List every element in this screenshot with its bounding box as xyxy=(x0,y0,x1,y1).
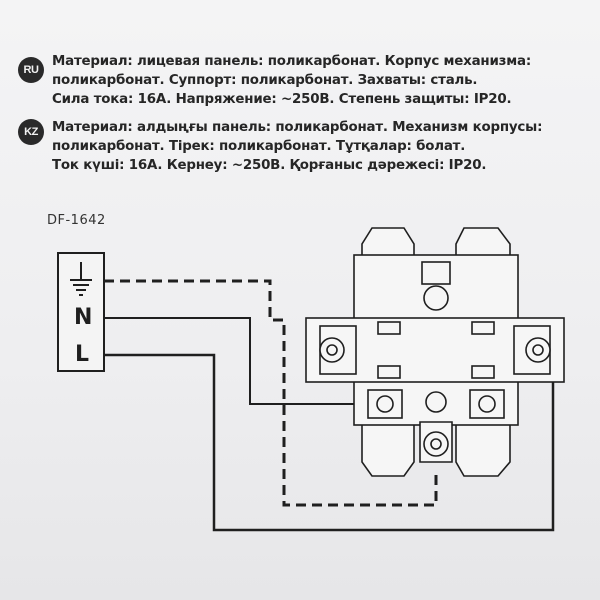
clamp-tab-bottom-left xyxy=(361,419,415,477)
ground-icon xyxy=(70,262,92,296)
ru-badge: RU xyxy=(18,57,44,83)
neutral-label: N xyxy=(74,305,92,330)
socket-mechanism xyxy=(305,227,565,477)
center-screw-top-icon xyxy=(423,285,449,311)
ru-paragraph: Материал: лицевая панель: поликарбонат. … xyxy=(52,52,582,109)
clamp-tab-bottom-right xyxy=(455,419,511,477)
kz-badge: KZ xyxy=(18,119,44,145)
terminal-screw-ground-icon xyxy=(425,391,447,413)
ru-line-2: поликарбонат. Суппорт: поликарбонат. Зах… xyxy=(52,73,478,88)
ru-line-3: Сила тока: 16A. Напряжение: ~250B. Степе… xyxy=(52,92,512,107)
kz-paragraph: Материал: алдыңғы панель: поликарбонат. … xyxy=(52,118,582,175)
terminal-block: N L xyxy=(57,252,105,372)
ground-wire xyxy=(104,279,438,507)
model-number: DF-1642 xyxy=(47,213,106,228)
kz-line-1: Материал: алдыңғы панель: поликарбонат. … xyxy=(52,120,543,135)
line-wire xyxy=(104,345,555,532)
terminal-screw-neutral-icon xyxy=(376,395,394,413)
neutral-wire xyxy=(104,317,360,405)
terminal-screw-line-icon xyxy=(478,395,496,413)
line-label: L xyxy=(75,342,89,367)
kz-line-2: поликарбонат. Тірек: поликарбонат. Тұтқа… xyxy=(52,139,466,154)
ru-line-1: Материал: лицевая панель: поликарбонат. … xyxy=(52,54,531,69)
kz-line-3: Ток күші: 16A. Кернеу: ~250B. Қорғаныс д… xyxy=(52,158,487,173)
